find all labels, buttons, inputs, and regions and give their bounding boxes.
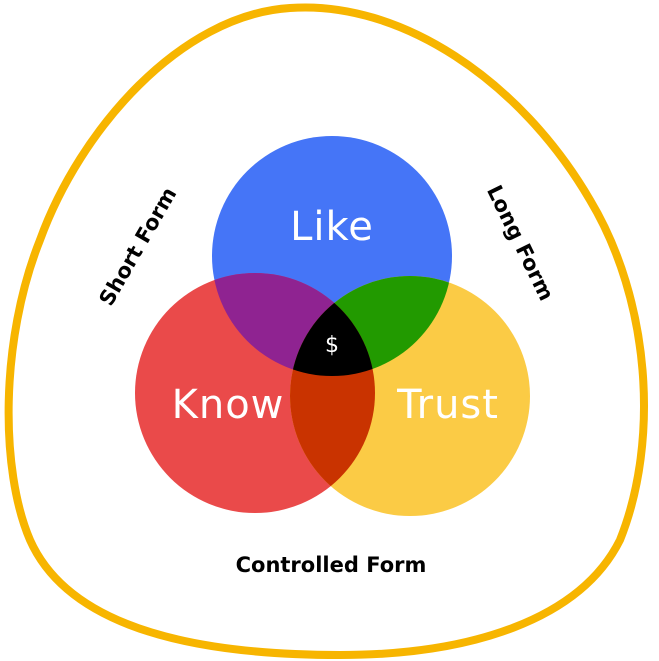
know-label: Know bbox=[172, 382, 285, 428]
trust-label: Trust bbox=[396, 382, 499, 428]
controlled-form-label: Controlled Form bbox=[236, 553, 427, 577]
dollar-label: $ bbox=[325, 333, 339, 358]
like-label: Like bbox=[290, 204, 374, 250]
short-form-label: Short Form bbox=[94, 183, 181, 310]
long-form-label: Long Form bbox=[482, 181, 558, 304]
outer-boundary bbox=[4, 3, 648, 660]
center-overlap bbox=[290, 276, 375, 376]
